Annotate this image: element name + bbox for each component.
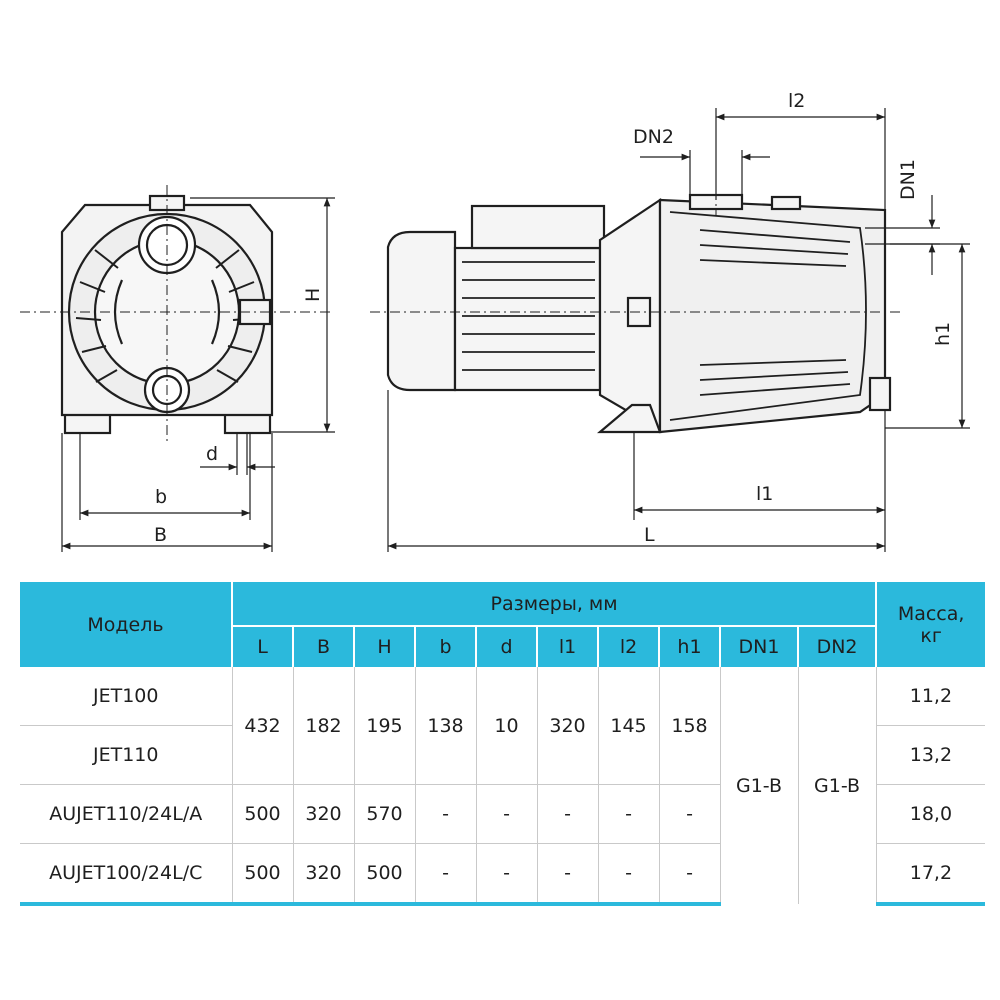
value-cell-H: 570 — [353, 784, 415, 844]
mass-cell: 17,2 — [875, 843, 986, 906]
dim-label-l1: l1 — [756, 483, 773, 505]
value-cell-l2: 145 — [597, 667, 659, 785]
dim-label-l2: l2 — [788, 90, 805, 112]
value-cell-b: 138 — [414, 667, 476, 785]
dim-label-d: d — [206, 443, 218, 465]
col-header-l1: l1 — [536, 625, 598, 667]
value-cell-H: 500 — [353, 843, 415, 906]
mass-cell: 18,0 — [875, 784, 986, 844]
col-header-B: B — [292, 625, 354, 667]
table-row: AUJET100/24L/C 500 320 500 - - - - - 17,… — [20, 843, 986, 906]
value-cell-h1: 158 — [658, 667, 720, 785]
table-row: JET110 13,2 — [20, 725, 986, 785]
model-cell: AUJET110/24L/A — [20, 784, 232, 844]
value-cell-l2: - — [597, 784, 659, 844]
value-cell-l2: - — [597, 843, 659, 906]
spec-table: Модель Размеры, мм Масса, кг L B H b d l… — [20, 582, 986, 906]
col-header-l2: l2 — [597, 625, 659, 667]
col-header-b: b — [414, 625, 476, 667]
value-cell-b: - — [414, 843, 476, 906]
table-body: JET100 432 182 195 138 10 320 145 158 G1… — [20, 667, 986, 906]
table-row: JET100 432 182 195 138 10 320 145 158 G1… — [20, 667, 986, 904]
dim-label-h1: h1 — [932, 322, 954, 346]
value-cell-B: 320 — [292, 784, 354, 844]
value-cell-h1: - — [658, 843, 720, 906]
value-cell-H: 195 — [353, 667, 415, 785]
value-cell-L: 432 — [231, 667, 293, 785]
value-cell-d: - — [475, 784, 537, 844]
value-cell-b: - — [414, 784, 476, 844]
model-cell: JET100 — [93, 685, 159, 707]
pump-dimension-drawing: H d b B — [20, 90, 970, 552]
dim-label-B: B — [154, 524, 167, 546]
dim-label-L: L — [644, 524, 655, 546]
dim-label-DN1: DN1 — [897, 159, 919, 200]
value-cell-d: 10 — [475, 667, 537, 785]
header-model: Модель — [20, 582, 232, 667]
header-dimensions: Размеры, мм — [230, 582, 877, 626]
value-cell-h1: - — [658, 784, 720, 844]
value-cell-d: - — [475, 843, 537, 906]
value-cell-B: 320 — [292, 843, 354, 906]
mass-cell: 11,2 — [875, 667, 986, 726]
value-cell-l1: - — [536, 843, 598, 906]
value-cell-B: 182 — [292, 667, 354, 785]
value-cell-l1: 320 — [536, 667, 598, 785]
model-cell: AUJET100/24L/C — [20, 843, 232, 906]
col-header-L: L — [231, 625, 293, 667]
table-header: Модель Размеры, мм Масса, кг L B H b d l… — [20, 582, 986, 667]
value-cell-L: 500 — [231, 784, 293, 844]
value-cell-l1: - — [536, 784, 598, 844]
header-mass-line2: кг — [920, 624, 942, 647]
col-header-h1: h1 — [658, 625, 720, 667]
value-cell-DN1: G1-B — [719, 667, 798, 904]
dim-label-DN2: DN2 — [633, 126, 674, 148]
model-cell: JET110 — [20, 725, 232, 785]
col-header-d: d — [475, 625, 537, 667]
value-cell-DN2: G1-B — [797, 667, 877, 904]
dim-label-H: H — [302, 288, 324, 302]
table-row: AUJET110/24L/A 500 320 570 - - - - - 18,… — [20, 784, 986, 844]
header-mass: Масса, кг — [875, 582, 986, 667]
mass-cell: 13,2 — [875, 725, 986, 785]
col-header-DN2: DN2 — [796, 625, 877, 667]
dim-label-b: b — [155, 486, 167, 508]
pump-side-view — [386, 193, 892, 434]
col-header-H: H — [353, 625, 415, 667]
col-header-DN1: DN1 — [719, 625, 798, 667]
header-mass-line1: Масса, — [897, 602, 965, 625]
value-cell-L: 500 — [231, 843, 293, 906]
